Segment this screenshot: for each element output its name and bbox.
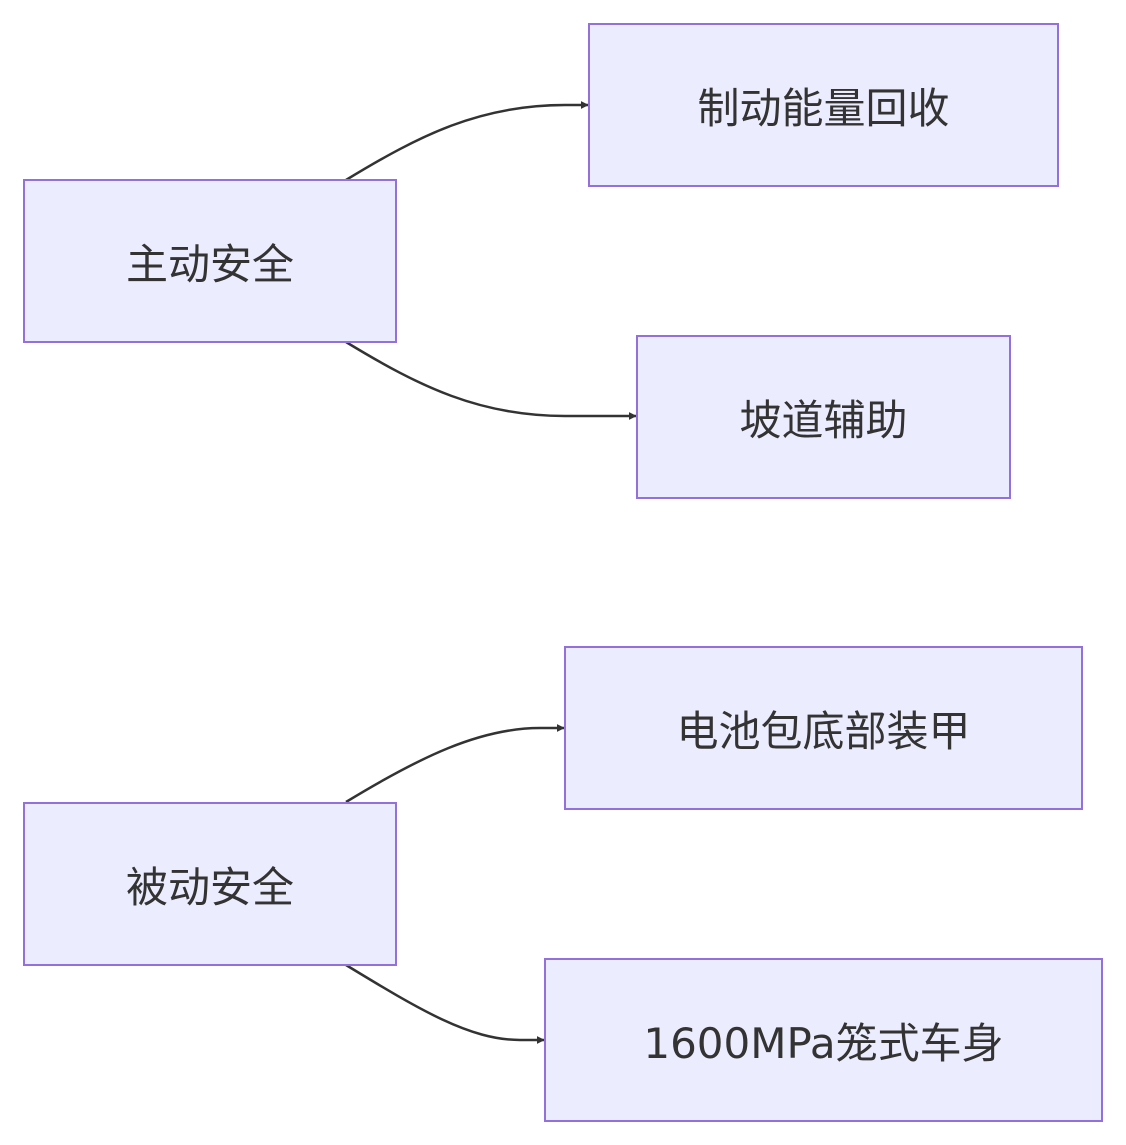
node-label: 被动安全 (125, 862, 294, 912)
edge-passive-safety-to-cage-body (345, 963, 545, 1044)
node-label: 坡道辅助 (739, 395, 908, 445)
edge-active-safety-to-hill-assist (345, 340, 637, 420)
node-label: 主动安全 (125, 239, 294, 289)
node-hill-assist: 坡道辅助 (636, 335, 1011, 499)
node-cage-body: 1600MPa笼式车身 (544, 958, 1103, 1122)
node-regen-braking: 制动能量回收 (588, 23, 1059, 187)
node-battery-armor: 电池包底部装甲 (564, 646, 1083, 810)
edge-active-safety-to-regen-braking (345, 101, 589, 182)
edge-passive-safety-to-battery-armor (345, 724, 565, 804)
node-passive-safety: 被动安全 (23, 802, 397, 966)
node-label: 电池包底部装甲 (676, 706, 971, 756)
node-label: 1600MPa笼式车身 (643, 1018, 1004, 1068)
node-label: 制动能量回收 (697, 83, 950, 133)
node-active-safety: 主动安全 (23, 179, 397, 343)
